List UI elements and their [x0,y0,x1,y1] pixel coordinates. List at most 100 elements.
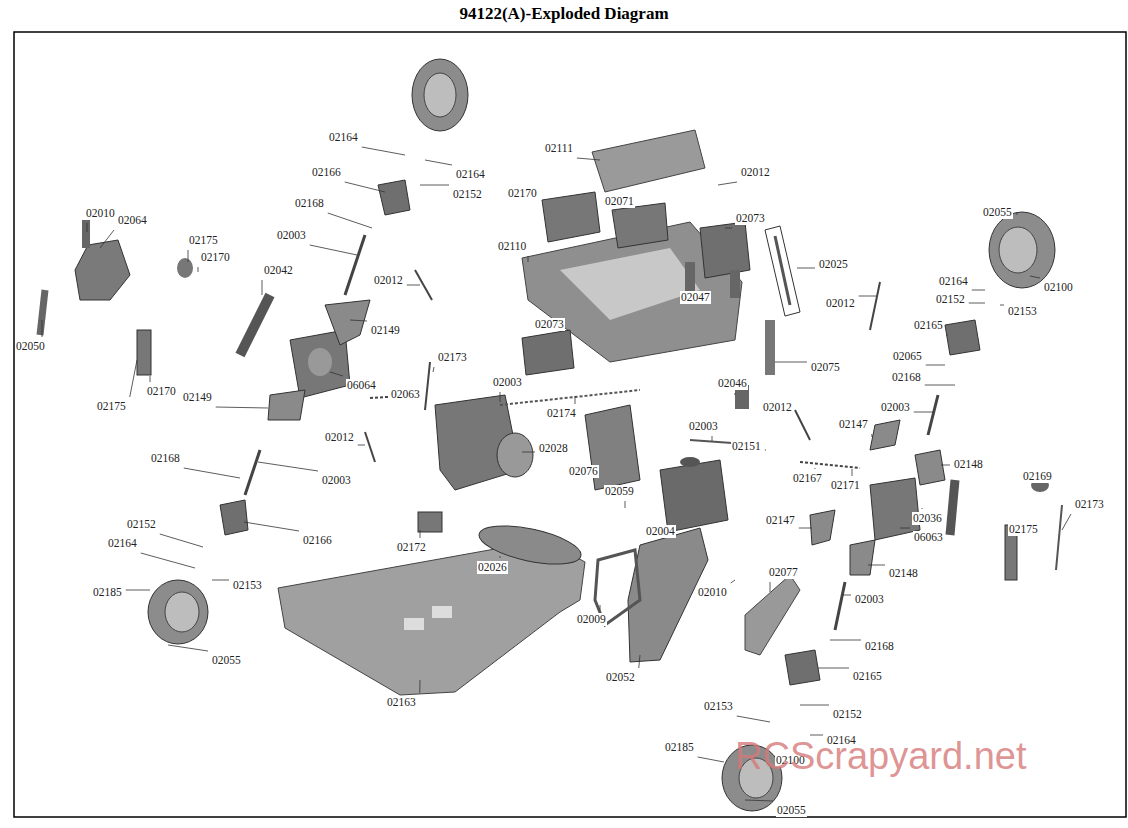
leader-line [698,757,724,762]
callout-number: 02185 [92,586,123,599]
rod [800,462,860,468]
callout-number: 02073 [735,212,766,225]
callout-number: 02003 [854,593,885,606]
callout-number: 02170 [507,187,538,200]
leader-line [852,469,853,476]
callout-number: 02050 [15,340,46,353]
leader-line [500,556,501,558]
callout-number: 02164 [938,275,969,288]
callout-number: 02164 [455,168,486,181]
shock-cap [177,258,193,278]
rod [425,362,430,410]
leader-line [800,705,829,706]
leader-line [745,800,773,801]
leader-line [141,553,195,568]
callout-number: 02075 [810,361,841,374]
leader-line [725,228,732,229]
callout-number: 02149 [182,391,213,404]
side-guard [745,575,800,655]
rod [870,282,880,330]
callout-number: 02071 [604,195,635,208]
fuel-tank [660,460,728,532]
receiver-box [612,203,668,248]
callout-number: 02055 [211,654,242,667]
frame [14,32,1126,817]
radio-tray-cut [560,248,700,320]
callout-number: 02175 [96,400,127,413]
leader-line [842,595,851,596]
leader-line [737,716,770,722]
callout-number: 02172 [396,541,427,554]
leader-line [1000,305,1004,306]
shock [137,330,151,375]
servo [522,330,574,375]
tank-cap [680,457,700,467]
leader-line [310,245,357,255]
callout-number: 06063 [913,531,944,544]
leader-line [577,158,600,160]
callout-number: 02147 [838,418,869,431]
suspension-arm [870,420,900,450]
leader-line [500,392,501,402]
callout-number: 02012 [324,431,355,444]
callout-number: 02004 [645,525,676,538]
leader-line [150,376,151,382]
callout-number: 02009 [576,613,607,626]
leader-line [1062,514,1071,530]
leader-line [87,223,88,232]
callout-number: 02151 [731,440,762,453]
leader-line [407,285,420,286]
leader-line [212,580,229,581]
callout-number: 02170 [146,385,177,398]
leader-line [168,645,208,651]
leader-line [969,303,985,304]
leader-line [941,465,950,466]
leader-line [735,393,736,395]
leader-line [797,268,815,269]
leader-line [859,296,876,297]
leader-line [528,256,529,262]
callout-number: 02175 [1008,523,1039,536]
callout-number: 02185 [664,741,695,754]
callout-number: 02012 [373,274,404,287]
callout-number: 02168 [150,452,181,465]
chassis-hole [432,606,452,618]
leader-line [522,452,535,453]
watermark: RCScrapyard.net [735,736,1026,776]
callout-number: 02147 [765,514,796,527]
hub [220,500,248,535]
leader-line [815,468,816,469]
leader-line [1016,214,1018,215]
leader-line [900,528,910,529]
callout-number: 02055 [982,206,1013,219]
hub [945,320,980,355]
callout-number: 02077 [768,566,799,579]
rod [1056,505,1062,570]
wheel-rim [424,73,456,117]
rod [795,410,810,440]
callout-number: 02003 [688,420,719,433]
callout-number: 02171 [830,479,861,492]
callout-number: 02166 [302,534,333,547]
leader-line [345,182,385,192]
brace [950,480,955,535]
callout-number: 02073 [534,318,565,331]
callout-number: 02168 [864,640,895,653]
leader-line [615,211,616,212]
leader-line [770,582,771,592]
hub [378,180,410,215]
leader-line [731,580,735,583]
callout-number: 02003 [880,401,911,414]
callout-number: 02003 [321,474,352,487]
leader-line [350,320,367,321]
callout-number: 02055 [776,804,807,817]
callout-number: 02152 [452,188,483,201]
callout-number: 02168 [891,371,922,384]
callout-number: 02167 [792,472,823,485]
callout-number: 02012 [762,401,793,414]
leader-line [126,590,150,591]
leader-line [818,668,849,669]
leader-line [775,362,807,363]
drive-shaft [345,235,365,295]
wheel [412,59,468,131]
